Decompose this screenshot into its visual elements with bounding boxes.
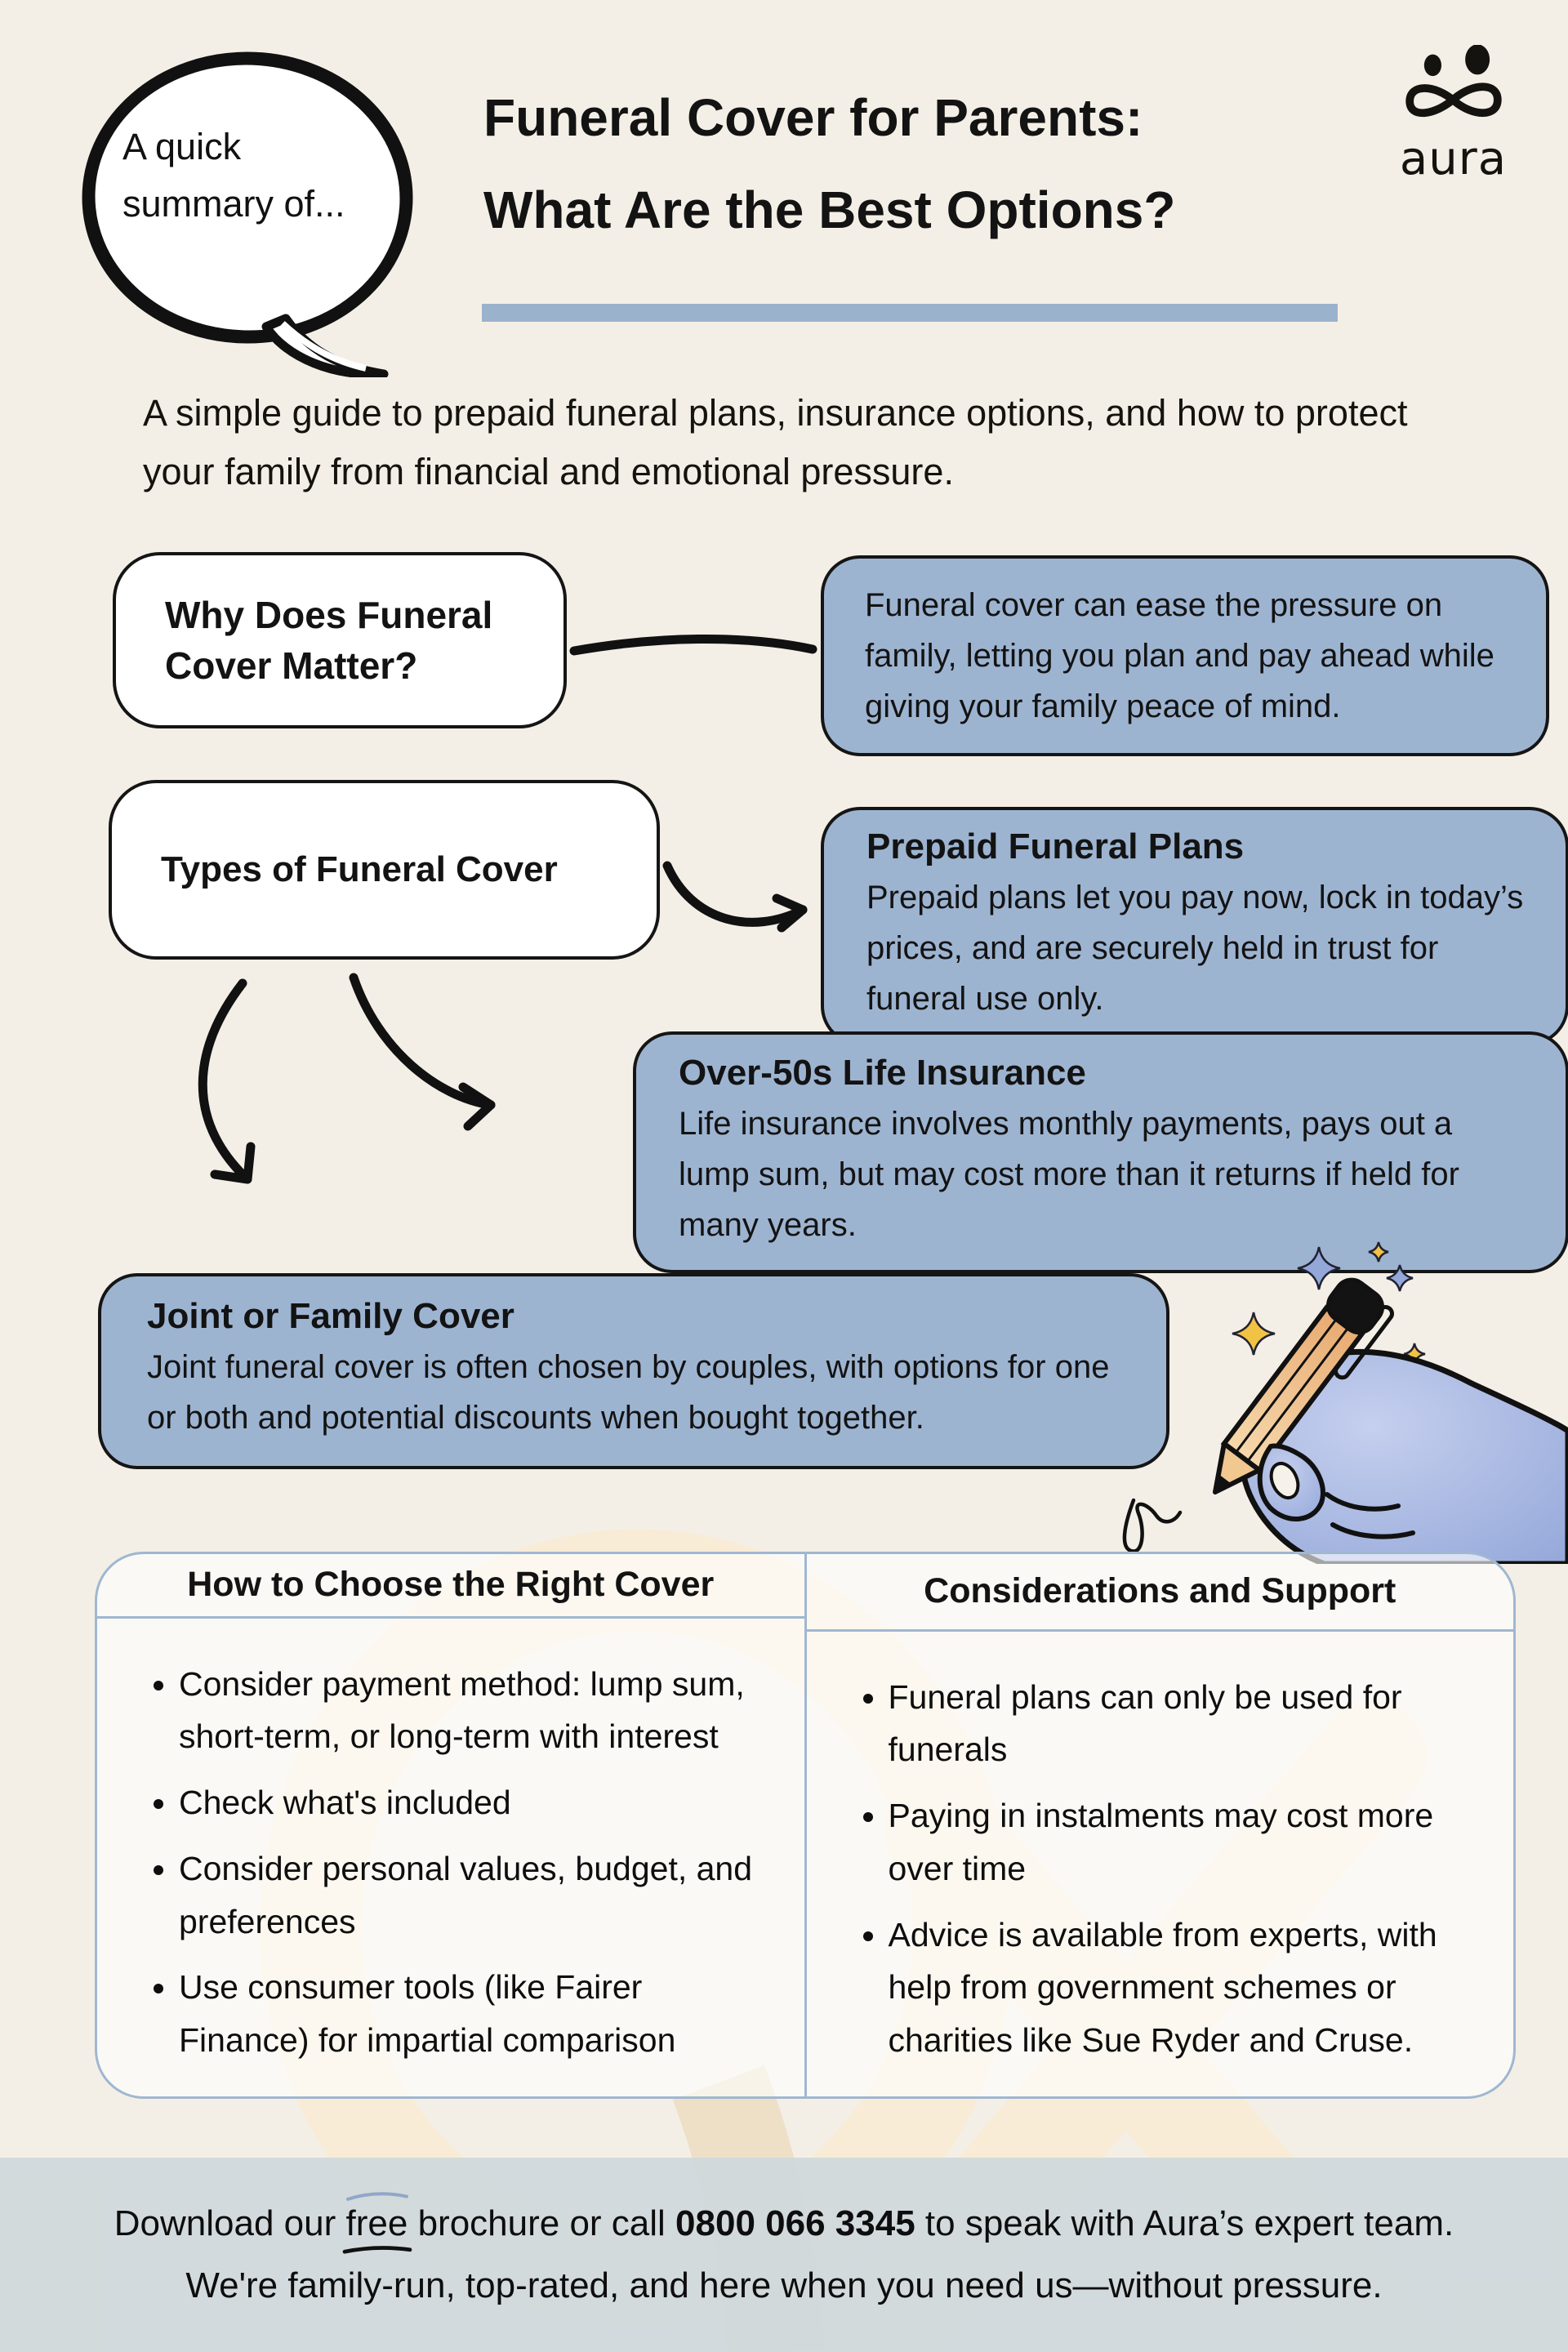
over50s-insurance-body: Life insurance involves monthly payments… [679, 1106, 1459, 1243]
title-underline-bar [482, 304, 1338, 322]
column-body-considerations: Funeral plans can only be used for funer… [807, 1632, 1514, 2096]
list-item: Funeral plans can only be used for funer… [889, 1671, 1481, 1777]
hand-underline-icon [342, 2246, 412, 2254]
prepaid-plans-card: Prepaid Funeral Plans Prepaid plans let … [821, 807, 1568, 1045]
joint-family-cover-body: Joint funeral cover is often chosen by c… [147, 1349, 1110, 1436]
over50s-insurance-card: Over-50s Life Insurance Life insurance i… [633, 1031, 1568, 1273]
aura-logo: aura [1382, 44, 1525, 185]
free-word-annotated: free [342, 2192, 412, 2254]
table-column-considerations: Considerations and Support Funeral plans… [804, 1554, 1514, 2096]
list-item: Consider payment method: lump sum, short… [179, 1658, 772, 1764]
intro-paragraph: A simple guide to prepaid funeral plans,… [143, 392, 1408, 492]
types-of-cover-label: Types of Funeral Cover [161, 849, 558, 889]
connector-line-icon [569, 635, 817, 656]
list-item: Advice is available from experts, with h… [889, 1909, 1481, 2067]
thumbnail [1269, 1461, 1300, 1500]
page-title: Funeral Cover for Parents: What Are the … [483, 91, 1382, 276]
page-title-line1: Funeral Cover for Parents: [483, 88, 1143, 147]
list-item: Use consumer tools (like Fairer Finance)… [179, 1961, 772, 2067]
types-of-cover-box: Types of Funeral Cover [109, 780, 660, 960]
speech-bubble [82, 51, 413, 377]
logo-wordmark: aura [1399, 132, 1508, 185]
joint-family-cover-title: Joint or Family Cover [147, 1296, 514, 1336]
list-item: Check what's included [179, 1776, 772, 1829]
why-cover-matters-answer: Funeral cover can ease the pressure on f… [821, 555, 1549, 756]
column-header-choose: How to Choose the Right Cover [97, 1554, 804, 1619]
hand-arc-icon [345, 2192, 408, 2201]
pencil-icon [1213, 1277, 1394, 1494]
footer-text-segment: free [345, 2203, 408, 2243]
joint-family-cover-card: Joint or Family Cover Joint funeral cove… [98, 1273, 1169, 1469]
footer-text-segment: to speak with Aura’s expert team. [915, 2203, 1454, 2243]
prepaid-plans-title: Prepaid Funeral Plans [866, 826, 1245, 866]
prepaid-plans-body: Prepaid plans let you pay now, lock in t… [866, 880, 1524, 1017]
over50s-insurance-title: Over-50s Life Insurance [679, 1053, 1086, 1093]
why-cover-matters-label: Why Does Funeral Cover Matter? [165, 593, 493, 687]
footer-text-segment: brochure or call [408, 2203, 676, 2243]
column-header-considerations: Considerations and Support [806, 1554, 1513, 1632]
footer-line1: Download our free brochure or call 0800 … [114, 2192, 1454, 2254]
choose-bullet-list: Consider payment method: lump sum, short… [145, 1658, 772, 2067]
signature-squiggle [1122, 1498, 1183, 1553]
arrow-down-right-icon [349, 973, 496, 1131]
phone-number: 0800 066 3345 [675, 2203, 915, 2243]
comparison-table: How to Choose the Right Cover Consider p… [95, 1552, 1516, 2099]
column-body-choose: Consider payment method: lump sum, short… [97, 1619, 804, 2096]
list-item: Consider personal values, budget, and pr… [179, 1842, 772, 1949]
infinity-people-icon [1405, 44, 1502, 118]
list-item: Paying in instalments may cost more over… [889, 1789, 1481, 1895]
table-column-choose: How to Choose the Right Cover Consider p… [97, 1554, 804, 2096]
arrow-to-prepaid-icon [662, 861, 808, 933]
hand-signing-illustration [1122, 1241, 1568, 1564]
footer: Download our free brochure or call 0800 … [0, 2158, 1568, 2352]
bubble-label: A quick summary of... [122, 126, 345, 225]
footer-line2: We're family-run, top-rated, and here wh… [185, 2265, 1383, 2305]
arrow-down-left-icon [198, 978, 256, 1184]
footer-text-segment: Download our [114, 2203, 346, 2243]
considerations-bullet-list: Funeral plans can only be used for funer… [854, 1671, 1481, 2067]
page-title-line2: What Are the Best Options? [483, 180, 1176, 239]
why-cover-matters-box: Why Does Funeral Cover Matter? [113, 552, 567, 728]
